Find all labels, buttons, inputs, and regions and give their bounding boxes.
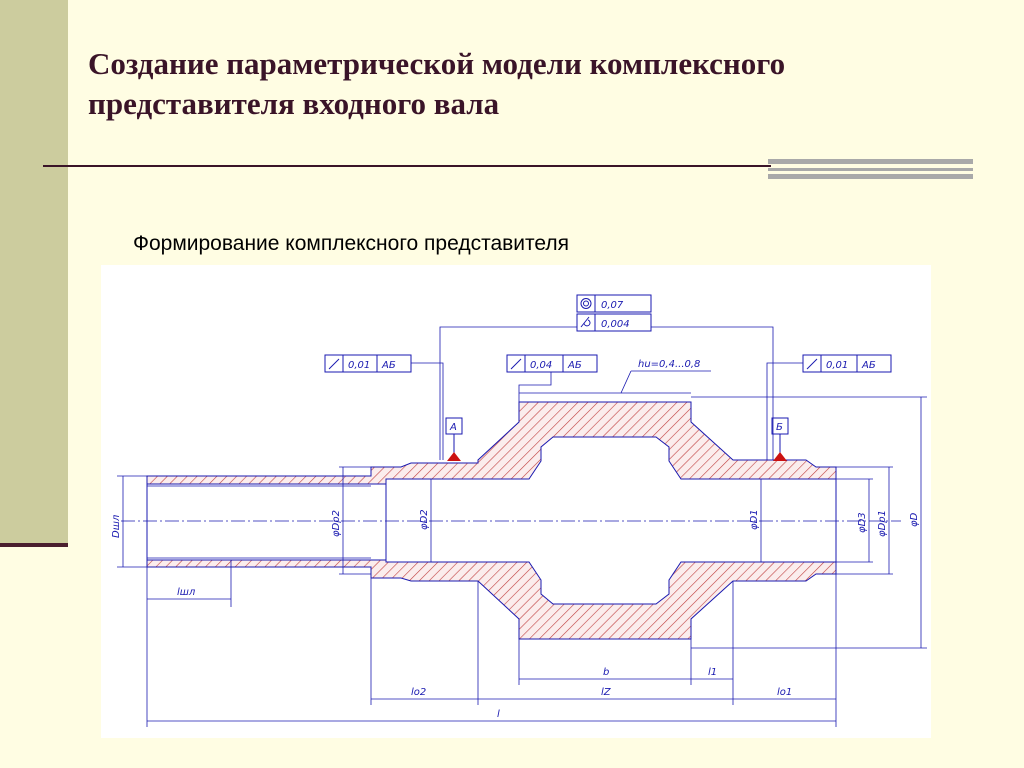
dim-lo2-text: lо2 (411, 687, 426, 698)
tol-frame-left: 0,01 АБ (324, 354, 444, 460)
tol-mid-base-text: АБ (567, 360, 582, 371)
slide-subtitle: Формирование комплексного представителя (133, 232, 570, 255)
slide-title: Создание параметрической модели комплекс… (88, 46, 786, 121)
dim-l1 (691, 581, 734, 705)
dim-d3 (836, 478, 873, 563)
tol-right-base-text: АБ (861, 360, 876, 371)
dim-dp1 (836, 466, 893, 575)
tol-frame-right: 0,01 АБ (766, 354, 892, 460)
left-accent-underline (0, 543, 68, 547)
title-divider (43, 165, 771, 167)
tol-left-base-text: АБ (381, 360, 396, 371)
dim-d2-text: φD2 (419, 509, 430, 530)
tol-mid-value-text: 0,04 (530, 360, 552, 371)
dim-lo1-text: lо1 (777, 687, 792, 698)
dim-l-text: l (497, 709, 500, 720)
decor-bar-2 (768, 168, 973, 171)
dim-dp2 (339, 466, 371, 575)
dim-d3-text: φD3 (857, 512, 868, 533)
hardness-note-text: hu=0,4...0,8 (638, 359, 700, 370)
tol-frame-top: 0,07 0,004 (439, 294, 774, 460)
left-accent-bar (0, 0, 68, 545)
datum-a-label: А (449, 422, 457, 433)
hardness-note: hu=0,4...0,8 (519, 359, 711, 394)
dim-l-thread-text: lшл (177, 587, 196, 598)
dim-d-thread (117, 475, 147, 568)
datum-a: А (445, 417, 463, 461)
tol-right-value-text: 0,01 (826, 360, 848, 371)
datum-b-label: Б (776, 422, 783, 433)
dim-l-thread (146, 560, 232, 607)
tol-top-1-text: 0,07 (601, 300, 624, 311)
shaft-drawing: 0,07 0,004 0,01 АБ 0,04 АБ 0,01 АБ hu (101, 265, 931, 738)
tol-frame-mid: 0,04 АБ (506, 354, 598, 402)
dim-d-text: φD (909, 512, 920, 527)
dim-d (691, 396, 927, 649)
decor-bar-3 (768, 174, 973, 179)
dim-b-text: b (603, 667, 609, 678)
dim-d-thread-text: Dшл (111, 514, 122, 538)
dim-b (518, 639, 692, 685)
dim-d1-text: φD1 (749, 509, 760, 530)
shaft-drawing-svg: 0,07 0,004 0,01 АБ 0,04 АБ 0,01 АБ hu (111, 294, 927, 727)
tol-top-2-text: 0,004 (601, 319, 630, 330)
datum-b: Б (771, 417, 789, 461)
dim-l (146, 607, 836, 727)
dim-lo2 (370, 578, 479, 705)
dim-lo1 (733, 574, 837, 727)
dim-l1-text: l1 (708, 667, 717, 678)
dim-lz-text: lZ (601, 687, 612, 698)
datum-a-triangle (447, 452, 461, 461)
dim-dp1-text: φDp1 (877, 510, 888, 537)
datum-b-triangle (773, 452, 787, 461)
dim-dp2-text: φDp2 (331, 510, 342, 537)
tol-left-value-text: 0,01 (348, 360, 370, 371)
decor-bar-1 (768, 159, 973, 164)
